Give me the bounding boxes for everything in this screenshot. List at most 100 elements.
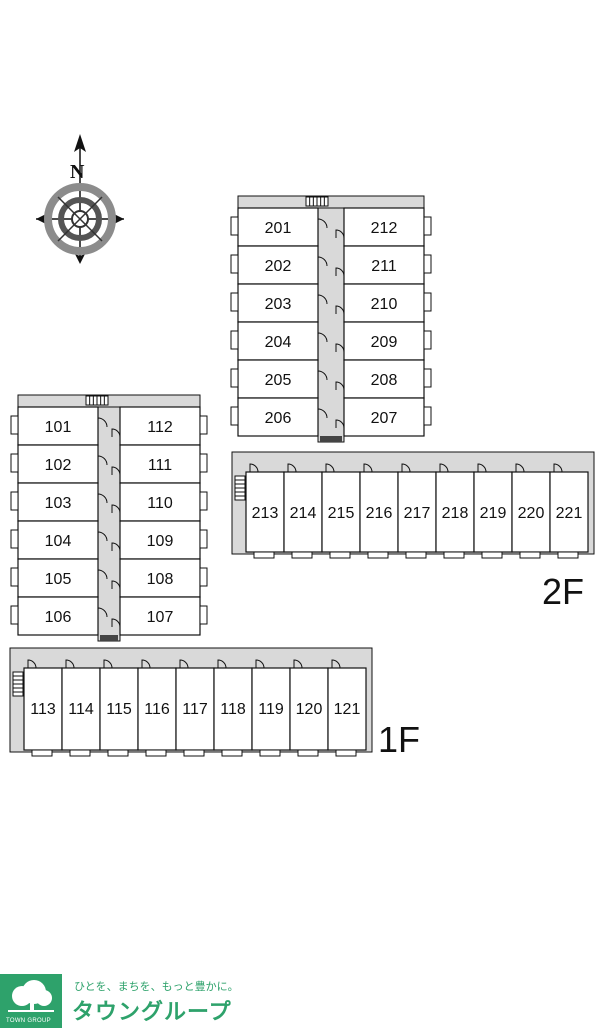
unit-117: 117 — [175, 659, 215, 757]
unit-109: 109 — [111, 520, 208, 560]
corridor-top — [17, 394, 201, 408]
door-icon — [97, 493, 108, 504]
unit-label: 114 — [68, 701, 94, 718]
unit-111: 111 — [111, 444, 208, 484]
stairs-icon — [85, 395, 109, 406]
unit-label: 213 — [252, 505, 279, 522]
unit-label: 209 — [371, 334, 398, 351]
door-icon — [325, 463, 335, 473]
unit-label: 121 — [334, 701, 361, 718]
unit-219: 219 — [473, 463, 513, 559]
stairs-icon — [234, 475, 246, 501]
door-icon — [111, 504, 121, 514]
unit-label: 115 — [106, 701, 132, 718]
unit-label: 217 — [404, 505, 431, 522]
unit-205: 205 — [230, 359, 328, 399]
unit-210: 210 — [335, 283, 432, 323]
stairs-icon — [305, 196, 329, 207]
door-icon — [335, 419, 345, 429]
unit-label: 207 — [371, 410, 398, 427]
unit-label: 204 — [265, 334, 292, 351]
door-icon — [217, 659, 227, 669]
unit-206: 206 — [230, 397, 328, 437]
unit-label: 108 — [147, 571, 174, 588]
unit-label: 201 — [265, 220, 292, 237]
unit-114: 114 — [61, 659, 101, 757]
unit-label: 112 — [147, 419, 173, 436]
unit-214: 214 — [283, 463, 323, 559]
door-icon — [317, 332, 328, 343]
unit-label: 216 — [366, 505, 393, 522]
floor-label-1f: 1F — [378, 719, 420, 760]
door-icon — [363, 463, 373, 473]
unit-label: 118 — [220, 701, 246, 718]
footer-brand: TOWN GROUP ひとを、まちを、もっと豊かに。 タウングループ — [0, 968, 600, 1029]
unit-label: 221 — [556, 505, 583, 522]
door-icon — [335, 267, 345, 277]
door-icon — [331, 659, 341, 669]
unit-label: 203 — [265, 296, 292, 313]
unit-119: 119 — [251, 659, 291, 757]
unit-label: 104 — [45, 533, 72, 550]
door-icon — [249, 463, 259, 473]
unit-106: 106 — [10, 596, 108, 636]
door-icon — [255, 659, 265, 669]
unit-label: 103 — [45, 495, 72, 512]
door-icon — [439, 463, 449, 473]
door-icon — [111, 542, 121, 552]
floor-label-2f: 2F — [542, 571, 584, 612]
unit-104: 104 — [10, 520, 108, 560]
unit-115: 115 — [99, 659, 139, 757]
unit-label: 208 — [371, 372, 398, 389]
logo-caption: TOWN GROUP — [6, 1018, 51, 1024]
unit-208: 208 — [335, 359, 432, 399]
town-group-logo-icon: TOWN GROUP — [0, 974, 62, 1028]
unit-203: 203 — [230, 283, 328, 323]
door-icon — [515, 463, 525, 473]
unit-label: 106 — [45, 609, 72, 626]
door-icon — [335, 381, 345, 391]
door-icon — [179, 659, 189, 669]
unit-202: 202 — [230, 245, 328, 285]
door-icon — [97, 569, 108, 580]
door-icon — [317, 218, 328, 229]
unit-label: 107 — [147, 609, 174, 626]
unit-108: 108 — [111, 558, 208, 598]
corridor-vertical — [317, 207, 345, 443]
unit-label: 113 — [30, 701, 56, 718]
unit-label: 214 — [290, 505, 317, 522]
unit-label: 117 — [182, 701, 208, 718]
door-icon — [111, 428, 121, 438]
floor-2f-plan: 201 202 203 204 205 206 212 211 210 209 208 207 213 2… — [230, 195, 595, 559]
door-icon — [111, 580, 121, 590]
unit-212: 212 — [335, 207, 432, 247]
unit-label: 205 — [265, 372, 292, 389]
unit-label: 211 — [371, 258, 397, 275]
door-icon — [65, 659, 75, 669]
door-icon — [553, 463, 563, 473]
unit-label: 120 — [296, 701, 323, 718]
brand-name: タウングループ — [72, 999, 232, 1024]
door-icon — [293, 659, 303, 669]
unit-201: 201 — [230, 207, 328, 247]
unit-label: 110 — [147, 495, 173, 512]
unit-216: 216 — [359, 463, 399, 559]
door-icon — [97, 531, 108, 542]
unit-label: 105 — [45, 571, 72, 588]
unit-116: 116 — [137, 659, 177, 757]
unit-218: 218 — [435, 463, 475, 559]
door-icon — [335, 229, 345, 239]
door-icon — [27, 659, 37, 669]
unit-221: 221 — [549, 463, 589, 559]
door-icon — [111, 618, 121, 628]
unit-label: 102 — [45, 457, 72, 474]
door-icon — [317, 256, 328, 267]
unit-118: 118 — [213, 659, 253, 757]
door-icon — [317, 294, 328, 305]
unit-121: 121 — [327, 659, 367, 757]
corridor-link — [320, 436, 342, 442]
door-icon — [335, 305, 345, 315]
unit-211: 211 — [335, 245, 432, 285]
corridor-vertical — [97, 406, 121, 642]
door-icon — [97, 607, 108, 618]
